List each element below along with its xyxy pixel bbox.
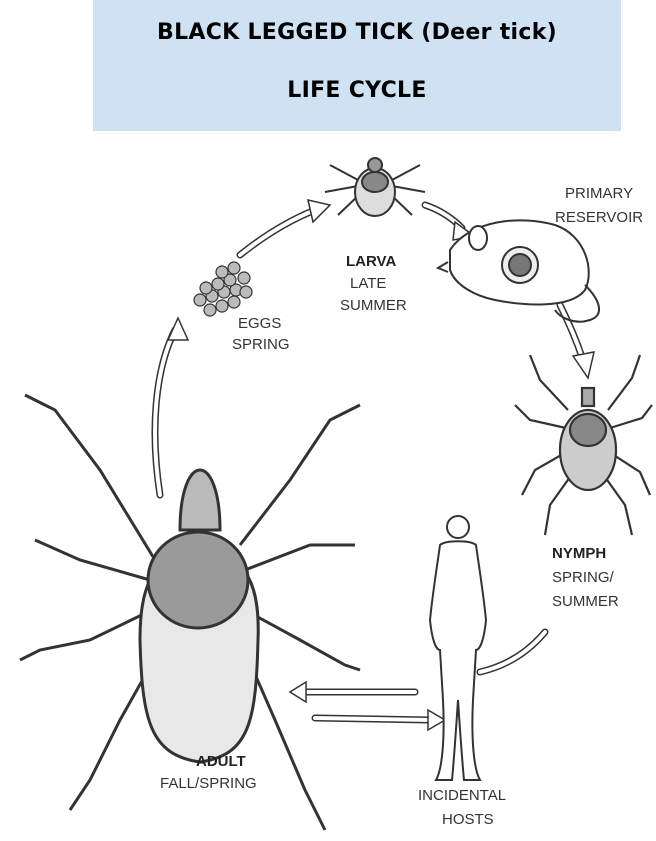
nymph-season-line1: SPRING/ [552, 569, 615, 586]
larva-tick-icon [325, 158, 425, 216]
eggs-season-label: SPRING [232, 336, 290, 353]
nymph-season-line2: SUMMER [552, 593, 619, 610]
hosts-label-line2: HOSTS [442, 811, 494, 828]
eggs-cluster-icon [194, 262, 252, 316]
hosts-label-line1: INCIDENTAL [418, 787, 506, 804]
nymph-name-label: NYMPH [552, 545, 606, 562]
nymph-tick-icon [515, 355, 652, 535]
adult-tick-icon [20, 395, 360, 830]
adult-season-label: FALL/SPRING [160, 775, 257, 792]
adult-name-label: ADULT [196, 753, 246, 770]
larva-season-line1: LATE [350, 275, 386, 292]
arrow-nymph-to-hosts [480, 632, 545, 672]
human-silhouette-icon [430, 516, 486, 780]
reservoir-label-line2: RESERVOIR [555, 209, 643, 226]
larva-season-line2: SUMMER [340, 297, 407, 314]
eggs-name-label: EGGS [238, 315, 281, 332]
larva-name-label: LARVA [346, 253, 396, 270]
reservoir-label-line1: PRIMARY [565, 185, 633, 202]
